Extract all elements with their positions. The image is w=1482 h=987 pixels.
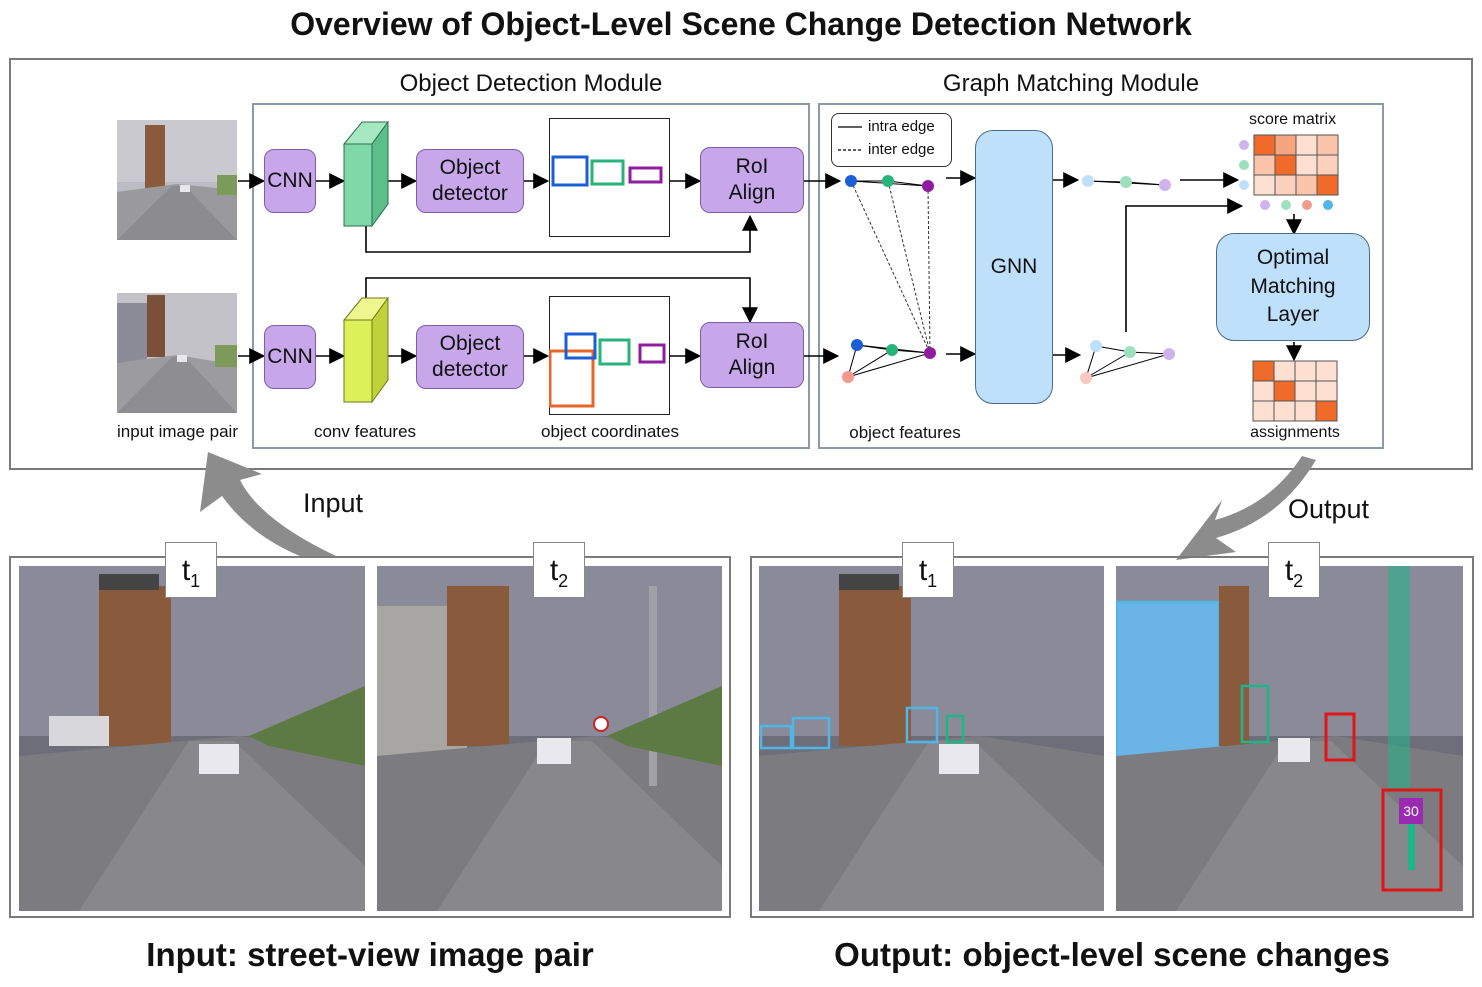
street-image-output-t2: 30	[1116, 566, 1463, 911]
time-tag-output-t2: t2	[1268, 542, 1320, 598]
cnn-block-bottom: CNN	[264, 325, 316, 389]
input-image-pair-label: input image pair	[117, 422, 238, 441]
object-coordinates-top	[549, 118, 670, 237]
object-detector-top: Object detector	[416, 149, 524, 213]
intra-edge-swatch	[838, 126, 862, 151]
score-matrix-label: score matrix	[1248, 111, 1337, 128]
time-tag-subscript: 2	[558, 571, 569, 591]
input-thumbnail-t2	[117, 293, 237, 413]
time-tag-input-t2: t2	[533, 542, 585, 598]
input-pair-frame	[9, 556, 731, 918]
time-tag-output-t1: t1	[902, 542, 954, 598]
updated-feature-graphs	[1080, 175, 1175, 384]
time-tag-subscript: 2	[1293, 571, 1304, 591]
input-label: Input	[303, 488, 364, 518]
assignments-matrix	[1252, 360, 1338, 422]
intra-edge-label: intra edge	[868, 118, 935, 135]
output-pair-frame	[750, 556, 1474, 918]
gnn-block: GNN	[975, 130, 1053, 404]
object-features-label: object features	[849, 423, 961, 442]
street-image-input-t2	[377, 566, 722, 911]
score-matrix	[1239, 134, 1339, 210]
street-image-input-t1	[19, 566, 365, 911]
assignments-label: assignments	[1250, 424, 1340, 441]
optimal-matching-layer: Optimal Matching Layer	[1216, 233, 1370, 341]
time-tag-letter: t	[1284, 554, 1294, 587]
page-title: Overview of Object-Level Scene Change De…	[290, 6, 1192, 42]
inter-edge-label: inter edge	[868, 141, 935, 158]
edge-legend: intra edge inter edge	[831, 113, 952, 167]
time-tag-input-t1: t1	[165, 542, 217, 598]
time-tag-subscript: 1	[190, 571, 201, 591]
conv-feature-top	[342, 120, 389, 228]
conv-features-label: conv features	[313, 422, 417, 441]
network-frame	[9, 58, 1473, 470]
roi-align-top: RoI Align	[700, 147, 804, 213]
street-image-output-t1	[759, 566, 1104, 911]
conv-feature-bottom	[342, 296, 389, 404]
input-thumbnail-t1	[117, 120, 237, 240]
input-caption: Input: street-view image pair	[146, 936, 594, 973]
graph-matching-module-title: Graph Matching Module	[942, 70, 1200, 97]
time-tag-letter: t	[918, 554, 928, 587]
object-detection-module-title: Object Detection Module	[399, 70, 663, 97]
output-label: Output	[1288, 494, 1370, 524]
cnn-block-top: CNN	[264, 149, 316, 213]
time-tag-letter: t	[549, 554, 559, 587]
object-feature-graphs	[842, 175, 936, 383]
time-tag-subscript: 1	[927, 571, 938, 591]
object-coordinates-bottom	[549, 296, 670, 415]
object-detection-module	[252, 103, 810, 449]
object-detector-bottom: Object detector	[416, 325, 524, 389]
speed-sign-text: 30	[1403, 803, 1419, 819]
output-caption: Output: object-level scene changes	[834, 936, 1390, 973]
roi-align-bottom: RoI Align	[700, 322, 804, 388]
time-tag-letter: t	[181, 554, 191, 587]
graph-matching-module	[818, 103, 1384, 449]
object-coordinates-label: object coordinates	[541, 422, 679, 441]
